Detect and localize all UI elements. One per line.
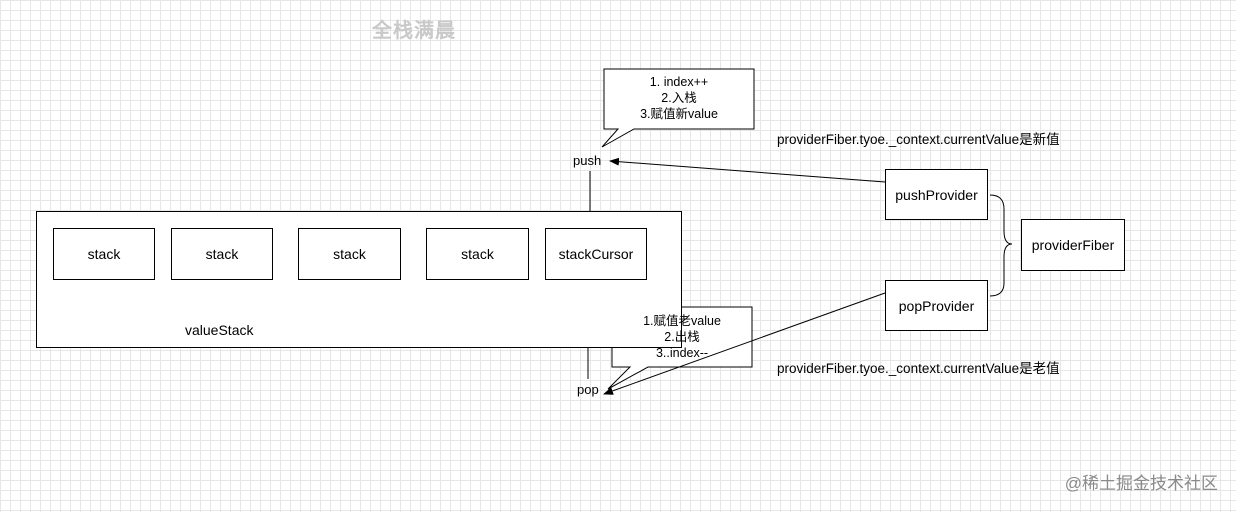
stack-cell: stack xyxy=(298,228,401,280)
pop-callout-line: 2.出栈 xyxy=(664,330,700,344)
push-callout: 1. index++ 2.入栈 3.赋值新value xyxy=(604,74,754,122)
push-callout-line: 2.入栈 xyxy=(661,91,697,105)
push-label: push xyxy=(573,153,602,168)
pop-callout: 1.赋值老value 2.出栈 3..index-- xyxy=(612,313,752,361)
note-new-value: providerFiber.tyoe._context.currentValue… xyxy=(777,132,1060,147)
pop-callout-line: 1.赋值老value xyxy=(643,314,721,328)
watermark-title: 全栈满晨 xyxy=(372,20,456,42)
watermark-footer: @稀土掘金技术社区 xyxy=(1064,474,1218,493)
stack-cell: stack xyxy=(426,228,529,280)
stack-cell: stack xyxy=(53,228,155,280)
pop-callout-line: 3..index-- xyxy=(655,346,709,360)
push-provider-to-push-arrow xyxy=(609,157,886,183)
push-provider-box: pushProvider xyxy=(885,169,988,220)
note-old-value: providerFiber.tyoe._context.currentValue… xyxy=(777,361,1060,376)
pop-provider-box: popProvider xyxy=(885,280,988,331)
push-callout-line: 3.赋值新value xyxy=(640,107,718,121)
provider-brace xyxy=(989,194,1013,297)
pop-provider-to-pop-arrow xyxy=(603,292,886,395)
push-callout-shape xyxy=(601,68,755,148)
provider-fiber-box: providerFiber xyxy=(1021,219,1125,271)
value-stack-label: valueStack xyxy=(185,322,254,338)
push-callout-line: 1. index++ xyxy=(649,75,709,89)
stack-cursor-cell: stackCursor xyxy=(545,228,647,280)
stack-cell: stack xyxy=(171,228,273,280)
pop-label: pop xyxy=(577,382,599,397)
